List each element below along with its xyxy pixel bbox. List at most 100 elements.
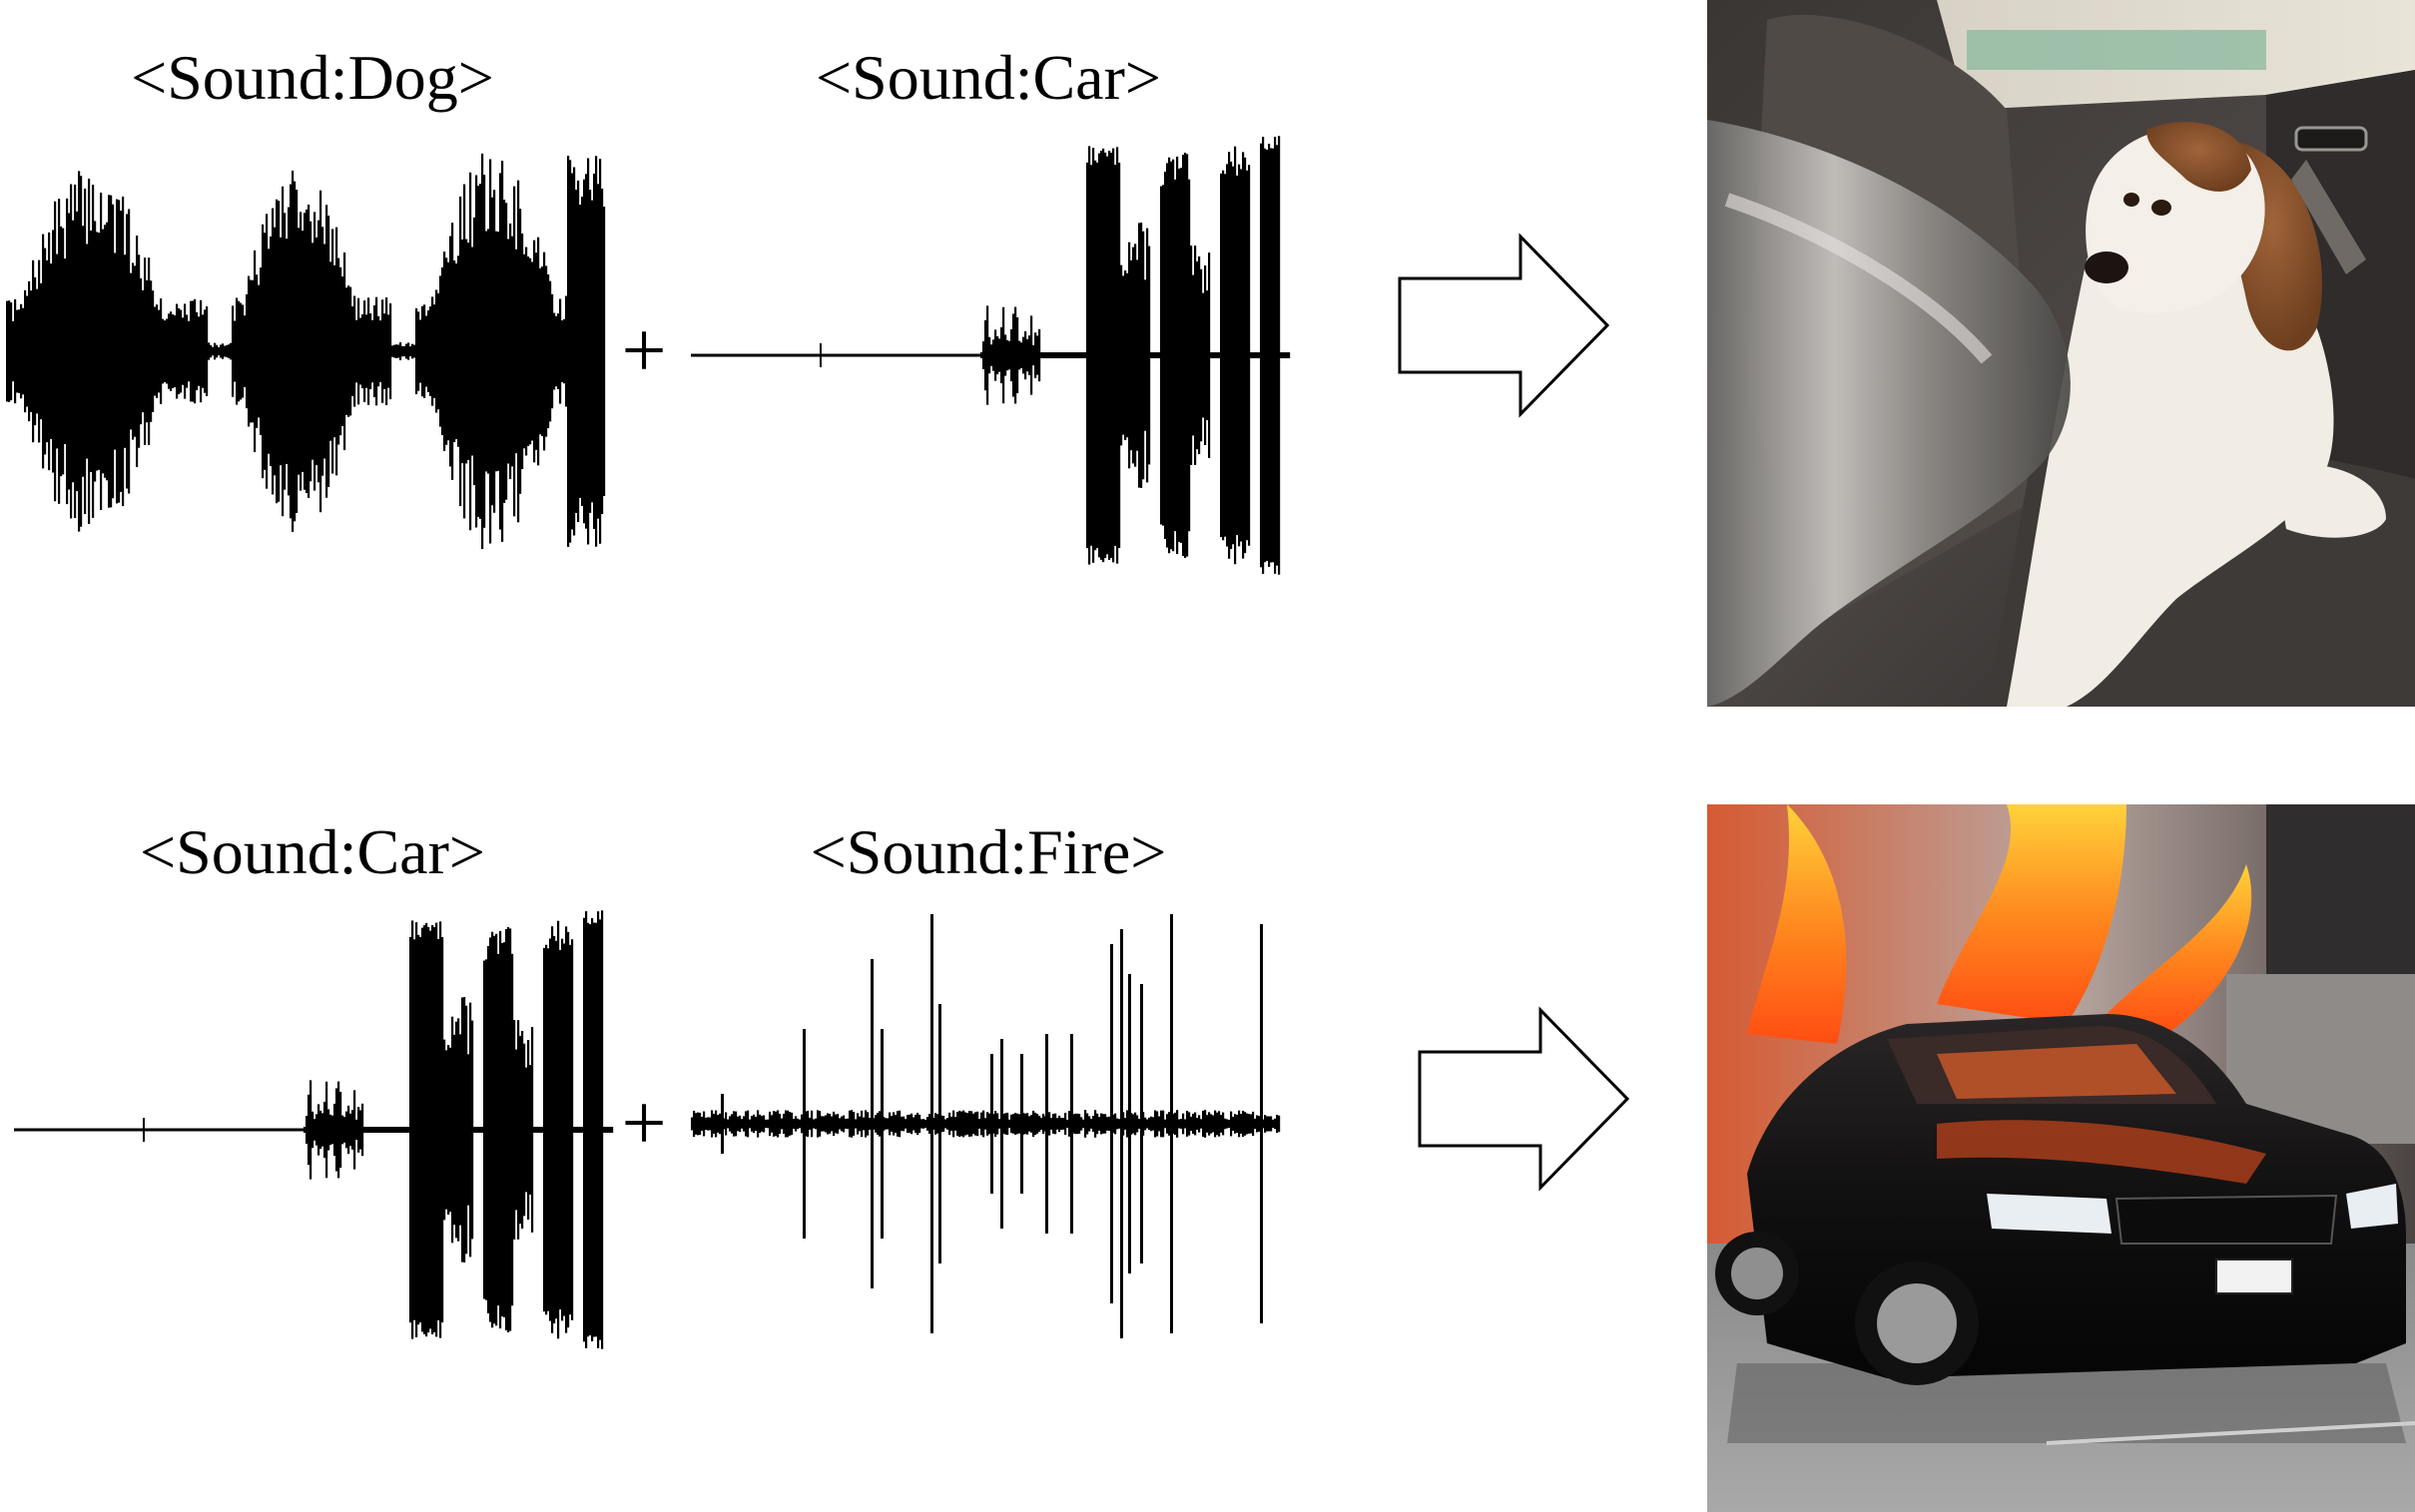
waveform-sample [363,300,366,402]
waveform-sample [419,936,422,1323]
waveform-sample [601,188,604,515]
waveform-sample [1116,1118,1119,1130]
waveform-sample [819,1111,822,1137]
waveform-sample [483,175,486,528]
waveform-sample [441,266,444,436]
waveform-sample [473,1127,476,1133]
waveform-sample [1022,1113,1025,1135]
waveform-sample [763,1115,766,1133]
waveform-sample [1084,352,1087,358]
waveform-sample [325,1081,328,1179]
waveform-sample [355,319,358,383]
waveform-sample [984,1118,987,1130]
waveform-sample [276,199,279,504]
waveform-sample [431,925,434,1334]
waveform-sample [521,1030,524,1230]
waveform-sample [64,258,67,444]
waveform-sample [715,1110,718,1138]
waveform-sample [889,1112,892,1136]
waveform-sample [1224,1118,1227,1130]
waveform-sample [1238,1110,1241,1138]
headlight-left [1987,1194,2112,1234]
waveform-sample [1000,326,1003,384]
license-plate [2215,1259,2293,1294]
waveform-sample [351,1110,354,1150]
waveform-sample [565,926,568,1333]
waveform-sample [134,265,137,437]
waveform-sample [204,309,207,393]
waveform-sample [337,257,340,445]
waveform-sample [994,329,997,381]
waveform-sample [429,930,432,1329]
waveform-sample [188,320,191,382]
waveform-sample [825,1115,828,1133]
waveform-sample [976,1111,979,1137]
waveform-sample [335,227,338,476]
waveform-sample [1198,255,1201,455]
waveform-sample [1210,352,1213,358]
waveform-sample [986,1112,989,1136]
waveform-sample [1282,352,1285,358]
waveform-sample [950,1116,953,1132]
waveform-sample [455,262,458,440]
waveform-sample [429,306,432,396]
waveform-sample [1064,1113,1067,1135]
waveform-sample [50,263,53,439]
waveform-sample [1178,1119,1181,1129]
waveform-sample [413,344,416,358]
waveform-sample [1204,1110,1207,1138]
waveform-sample [691,1117,694,1131]
waveform-sample [791,1112,794,1136]
waveform-sample [303,213,306,490]
waveform-sample [974,1112,977,1136]
waveform-sample [252,279,255,423]
waveform-sample [1230,1111,1233,1137]
waveform-sample [200,299,203,403]
waveform-sample [72,220,75,483]
waveform-sample [100,193,103,510]
waveform-sample [563,318,566,384]
waveform-sample [725,1112,728,1136]
waveform-sample [1066,352,1069,358]
waveform-sample [417,311,420,391]
waveform-sample [1108,1116,1111,1132]
waveform-sample [359,317,362,385]
waveform-sample [1288,352,1291,358]
waveform-sample [1138,223,1141,488]
waveform-sample [962,1110,965,1138]
waveform-sample [210,344,213,358]
waveform-sample [1196,1118,1199,1130]
waveform-sample [545,265,548,437]
waveform-sample [699,1112,702,1136]
waveform-sample [469,172,472,531]
waveform-sample [1188,179,1191,532]
waveform-sample [435,922,438,1337]
waveform-sample [1226,1119,1229,1129]
waveform-sample [513,1020,516,1240]
waveform-sample [166,318,169,384]
waveform-sample [202,314,205,388]
waveform-sample [331,229,334,474]
waveform-sample [367,297,370,405]
waveform-sample [256,274,259,428]
waveform-sample [1164,1119,1167,1129]
waveform-sample [381,299,384,403]
waveform-sample [920,1119,923,1129]
waveform-sample [451,223,454,480]
waveform-sample [525,247,528,456]
waveform-sample [1138,1119,1141,1129]
waveform-sample [409,346,412,356]
waveform-sample [942,1116,945,1132]
waveform-sample [1080,1117,1083,1131]
waveform-sample [30,290,33,412]
waveform-sample [847,1118,850,1130]
waveform-sample [114,252,117,450]
waveform-sample [164,320,167,382]
waveform-sample [1212,1115,1215,1133]
waveform-sample [1094,1110,1097,1138]
waveform-sample [1040,352,1043,358]
waveform-sample [521,233,524,470]
waveform-sample [425,922,428,1337]
waveform-sample [1220,1115,1223,1133]
waveform-sample [1002,1114,1005,1134]
